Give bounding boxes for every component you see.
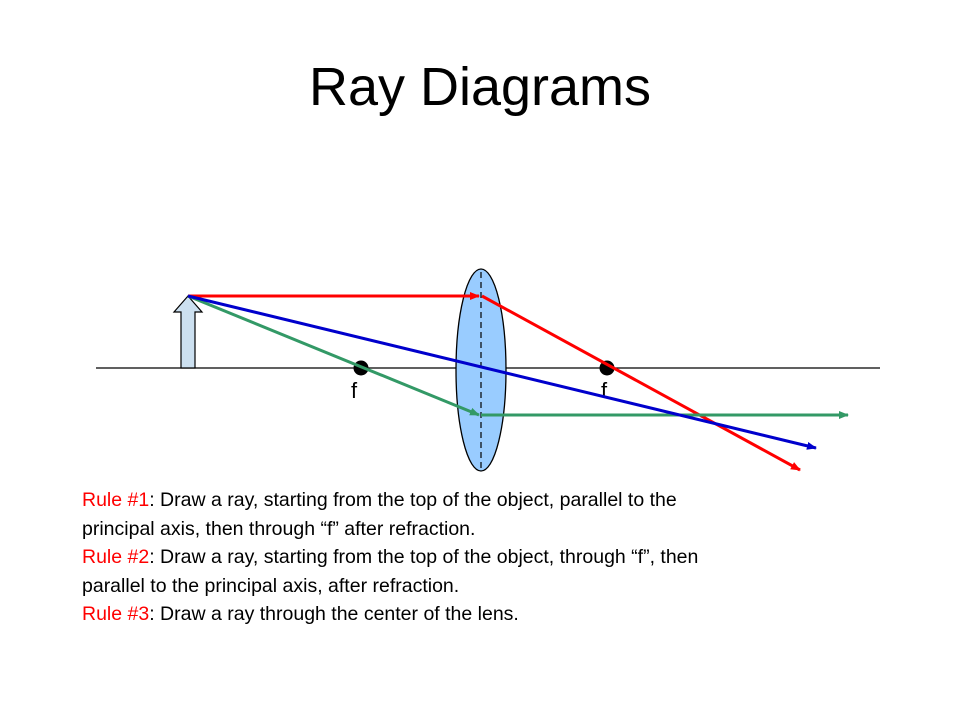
rule3-ray: [187, 294, 817, 450]
rule-2-label: Rule #2: [82, 546, 150, 568]
rules-text: Rule #1: Draw a ray, starting from the t…: [82, 486, 882, 629]
rule-3-label: Rule #3: [82, 603, 150, 625]
focal-label-right: f: [601, 378, 608, 403]
rule-2-line-2: parallel to the principal axis, after re…: [82, 574, 460, 597]
focal-point-right: [599, 360, 615, 376]
rule2-ray-incident: [187, 294, 480, 417]
rule-1-line-1: Rule #1: Draw a ray, starting from the t…: [82, 486, 882, 515]
lens: [455, 268, 507, 472]
rule-2-line-1: Rule #2: Draw a ray, starting from the t…: [82, 543, 882, 572]
rule1-ray-refracted: [481, 294, 801, 472]
rule-2-text: : Draw a ray, starting from the top of t…: [149, 546, 699, 568]
object-arrow: [172, 295, 204, 369]
rule-1-text: : Draw a ray, starting from the top of t…: [149, 489, 677, 511]
rule-1-label: Rule #1: [82, 489, 150, 511]
rule-3-text: : Draw a ray through the center of the l…: [149, 603, 519, 625]
rule-3-line-1: Rule #3: Draw a ray through the center o…: [82, 600, 882, 629]
focal-label-left: f: [351, 378, 358, 403]
rule-1-line-2: principal axis, then through “f” after r…: [82, 517, 476, 540]
page-title: Ray Diagrams: [308, 57, 652, 117]
